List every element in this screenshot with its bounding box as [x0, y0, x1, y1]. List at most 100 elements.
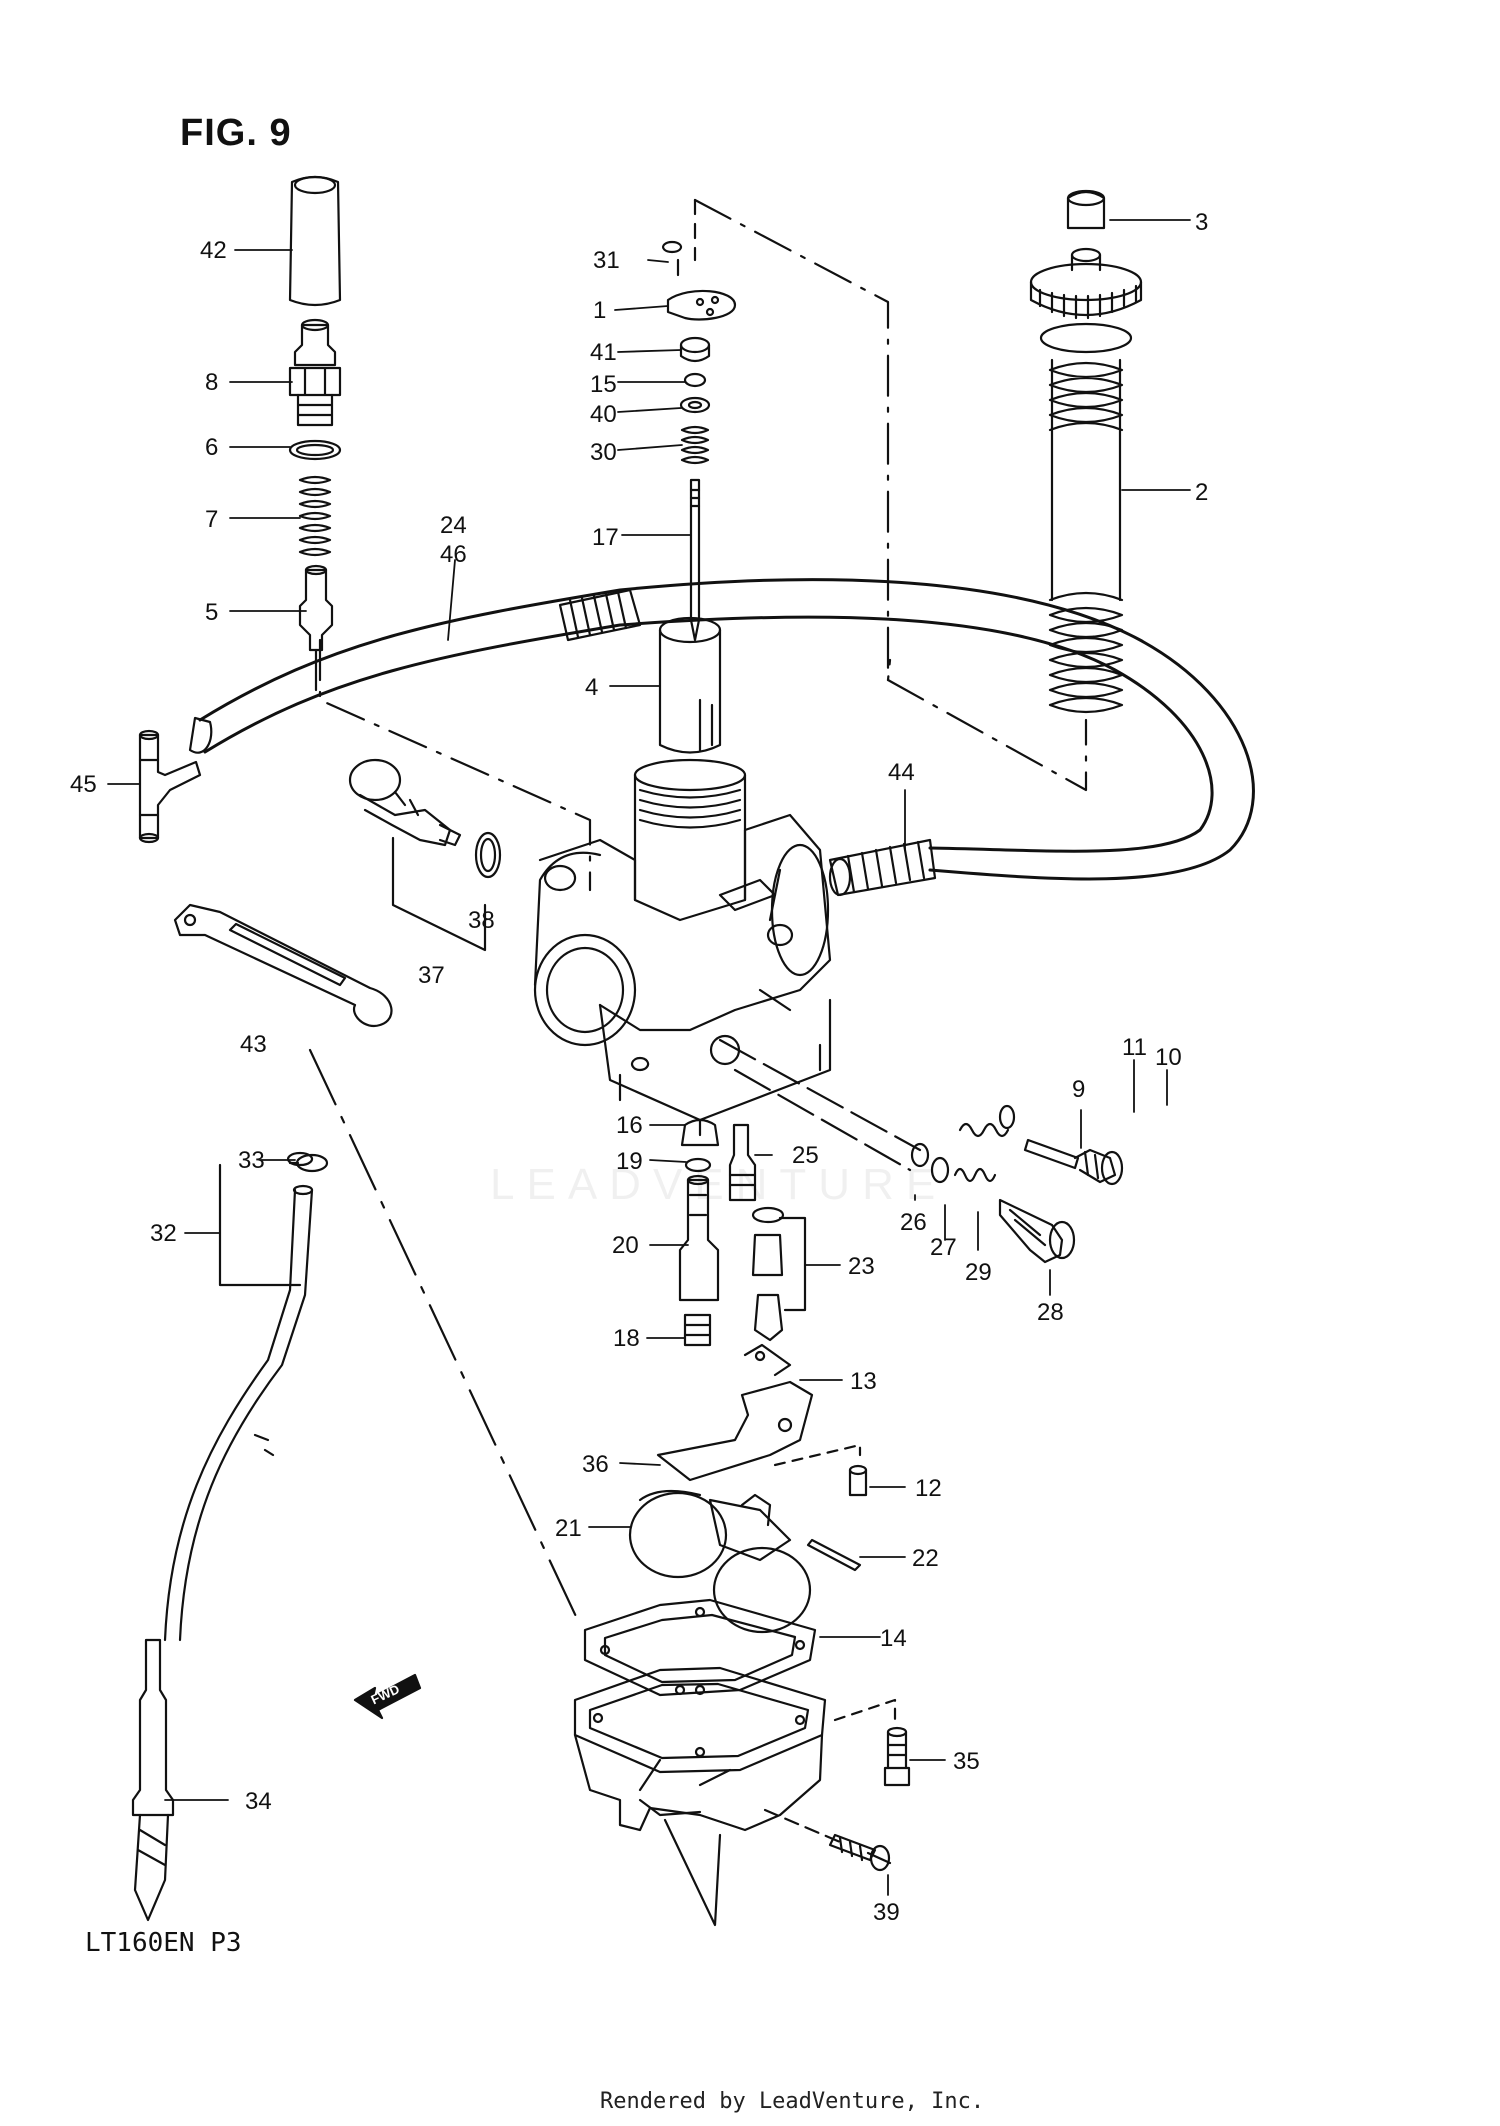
callout-17: 17	[592, 524, 619, 551]
throttle-cable	[188, 578, 1255, 897]
callout-31: 31	[593, 247, 620, 274]
callout-35: 35	[953, 1748, 980, 1775]
callout-labels: 42 8 6 7 5 24 46 45 31 1 41 15 40 30 17 …	[70, 209, 1208, 1926]
starter-cap	[288, 175, 342, 307]
throttle-stop-screw-set	[910, 1142, 1076, 1264]
starter-spring	[298, 475, 332, 557]
callout-38: 38	[468, 907, 495, 934]
drain-screw	[828, 1833, 892, 1872]
float-pin	[806, 1538, 862, 1572]
drain-hose-end	[131, 1638, 175, 1922]
callout-28: 28	[1037, 1299, 1064, 1326]
starter-o-ring	[288, 439, 342, 461]
jet-o-ring	[684, 1157, 712, 1173]
starter-nut	[288, 318, 342, 427]
callout-19: 19	[616, 1148, 643, 1175]
needle-jet	[678, 1174, 720, 1302]
throttle-valve	[658, 616, 722, 754]
callout-20: 20	[612, 1232, 639, 1259]
plate-screw	[661, 240, 683, 277]
float-arm-clip	[743, 1343, 792, 1377]
guide-line	[886, 678, 1088, 792]
callout-44: 44	[888, 759, 915, 786]
float-valve-set	[751, 1206, 807, 1342]
vent-t-joint	[138, 729, 202, 844]
callout-3: 3	[1195, 209, 1208, 236]
callout-8: 8	[205, 369, 218, 396]
callout-12: 12	[915, 1475, 942, 1502]
callout-6: 6	[205, 434, 218, 461]
callout-11: 11	[1122, 1034, 1147, 1061]
main-jet	[683, 1313, 712, 1347]
callout-41: 41	[590, 339, 617, 366]
cable-boot-left	[558, 588, 642, 642]
guide-line	[318, 638, 592, 892]
guide-line	[693, 198, 892, 682]
drain-hose	[163, 1151, 314, 1642]
starter-washer	[474, 831, 502, 879]
throttle-return-spring	[1048, 358, 1124, 714]
needle-retainer-plate	[666, 289, 737, 321]
cable-adjuster-cap	[1066, 189, 1106, 230]
callout-7: 7	[205, 506, 218, 533]
callout-1: 1	[593, 297, 606, 324]
starter-plunger	[298, 564, 334, 692]
float-bowl	[573, 1666, 827, 1832]
pilot-jet-cap	[680, 1118, 720, 1147]
cable-adjuster-nut	[1029, 247, 1143, 354]
callout-39: 39	[873, 1899, 900, 1926]
jet-needle	[689, 478, 701, 642]
callout-16: 16	[616, 1112, 643, 1139]
callout-5: 5	[205, 599, 218, 626]
callout-43: 43	[240, 1031, 267, 1058]
guide-line	[733, 1068, 912, 1172]
float	[628, 1489, 812, 1634]
callout-13: 13	[850, 1368, 877, 1395]
bowl-screw-35	[883, 1726, 911, 1787]
callout-36: 36	[582, 1451, 609, 1478]
float-bowl-gasket	[583, 1598, 817, 1697]
callout-15: 15	[590, 371, 617, 398]
callout-9: 9	[1072, 1076, 1085, 1103]
starter-valve-assembly	[348, 758, 462, 847]
callout-40: 40	[590, 401, 617, 428]
callout-30: 30	[590, 439, 617, 466]
pilot-screw-set	[958, 1104, 1124, 1186]
callout-2: 2	[1195, 479, 1208, 506]
callout-14: 14	[880, 1625, 907, 1652]
callout-27: 27	[930, 1234, 957, 1261]
callout-22: 22	[912, 1545, 939, 1572]
callout-45: 45	[70, 771, 97, 798]
guide-line	[773, 1443, 862, 1467]
callout-21: 21	[555, 1515, 582, 1542]
watermark: LEADVENTURE	[490, 1160, 948, 1209]
callout-32: 32	[150, 1220, 177, 1247]
figure-title: FIG. 9	[180, 112, 292, 154]
callout-23: 23	[848, 1253, 875, 1280]
guide-line	[763, 1808, 842, 1844]
guide-line	[308, 1048, 582, 1627]
fwd-arrow-icon	[353, 1673, 422, 1720]
needle-clip-stack	[679, 336, 711, 465]
model-code: LT160EN P3	[85, 1928, 242, 1958]
leader-lines	[107, 219, 1191, 1896]
footer-credit: Rendered by LeadVenture, Inc.	[600, 2089, 985, 2114]
plate-screw-12	[848, 1464, 868, 1497]
callout-4: 4	[585, 674, 598, 701]
cable-bracket	[173, 903, 393, 1028]
callout-18: 18	[613, 1325, 640, 1352]
callout-26: 26	[900, 1209, 927, 1236]
callout-25: 25	[792, 1142, 819, 1169]
callout-24: 24	[440, 512, 467, 539]
callout-34: 34	[245, 1788, 272, 1815]
guide-line	[833, 1698, 897, 1722]
hose-clamp	[288, 1153, 329, 1173]
guide-line	[718, 1038, 922, 1152]
callout-37: 37	[418, 962, 445, 989]
callout-10: 10	[1155, 1044, 1182, 1071]
callout-33: 33	[238, 1147, 265, 1174]
group-bracket-32	[218, 1163, 302, 1287]
callout-46: 46	[440, 541, 467, 568]
